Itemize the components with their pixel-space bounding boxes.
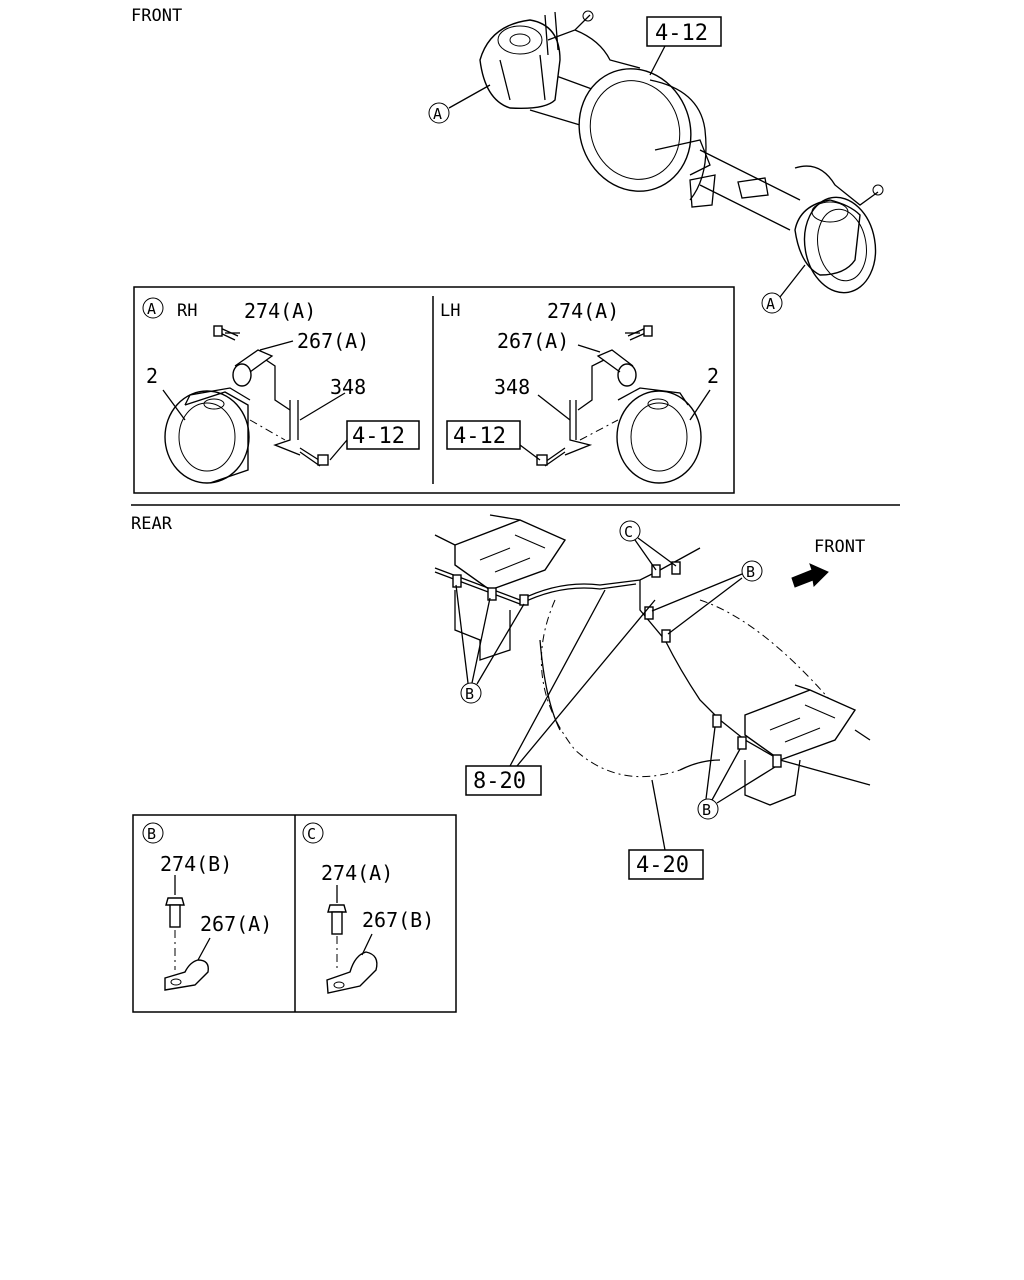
detail-c-bolt-label: 274(A) — [321, 861, 393, 885]
lh-bolt-label: 274(A) — [547, 299, 619, 323]
lh-housing-label: 2 — [707, 364, 719, 388]
svg-text:B: B — [465, 685, 474, 703]
lh-ref-box: 4-12 — [446, 420, 521, 450]
rear-section-title: REAR — [131, 514, 173, 534]
svg-text:B: B — [147, 825, 156, 843]
lh-parts — [519, 325, 711, 484]
front-axle-assembly — [479, 10, 884, 294]
ref-box-4-20: 4-20 — [628, 779, 704, 880]
detail-b-clip-label: 267(A) — [200, 912, 272, 936]
front-section-title: FRONT — [131, 6, 182, 26]
rh-housing-label: 2 — [146, 364, 158, 388]
svg-text:C: C — [624, 523, 633, 541]
callout-c-rear: C — [619, 520, 677, 571]
callout-b-upper-right: B — [651, 560, 763, 635]
lh-label: LH — [440, 301, 460, 321]
svg-text:A: A — [433, 105, 442, 123]
rh-parts — [162, 325, 348, 484]
detail-a-marker: A — [142, 297, 164, 319]
svg-text:A: A — [147, 300, 156, 318]
svg-text:B: B — [702, 801, 711, 819]
detail-a-frame — [133, 286, 735, 494]
svg-text:C: C — [307, 825, 316, 843]
ref-label: 4-12 — [655, 21, 708, 46]
callout-b-left: B — [455, 584, 525, 704]
rh-clip-label: 267(A) — [297, 329, 369, 353]
callout-b-lower-right: B — [697, 726, 776, 820]
detail-c-clip-label: 267(B) — [362, 908, 434, 932]
detail-b-marker: B — [142, 822, 164, 844]
svg-text:B: B — [746, 563, 755, 581]
detail-c-marker: C — [302, 822, 324, 844]
callout-a-right: A — [761, 264, 806, 314]
svg-text:8-20: 8-20 — [473, 769, 526, 794]
detail-b-bolt-label: 274(B) — [160, 852, 232, 876]
svg-text:A: A — [766, 295, 775, 313]
detail-b-parts — [164, 875, 211, 991]
ref-box-8-20: 8-20 — [465, 589, 656, 796]
lh-bracket-label: 348 — [494, 375, 530, 399]
rh-ref-box: 4-12 — [346, 420, 420, 450]
svg-text:4-20: 4-20 — [636, 853, 689, 878]
lh-clip-label: 267(A) — [497, 329, 569, 353]
svg-text:4-12: 4-12 — [352, 424, 405, 449]
svg-text:FRONT: FRONT — [814, 537, 865, 557]
svg-text:4-12: 4-12 — [453, 424, 506, 449]
front-direction-arrow: FRONT — [791, 537, 865, 588]
rh-bracket-label: 348 — [330, 375, 366, 399]
callout-a-left: A — [428, 84, 491, 124]
rh-bolt-label: 274(A) — [244, 299, 316, 323]
ref-box-4-12-top: 4-12 — [646, 16, 722, 76]
detail-c-parts — [326, 885, 378, 994]
rh-label: RH — [177, 301, 197, 321]
rear-axle-assembly — [434, 514, 871, 806]
